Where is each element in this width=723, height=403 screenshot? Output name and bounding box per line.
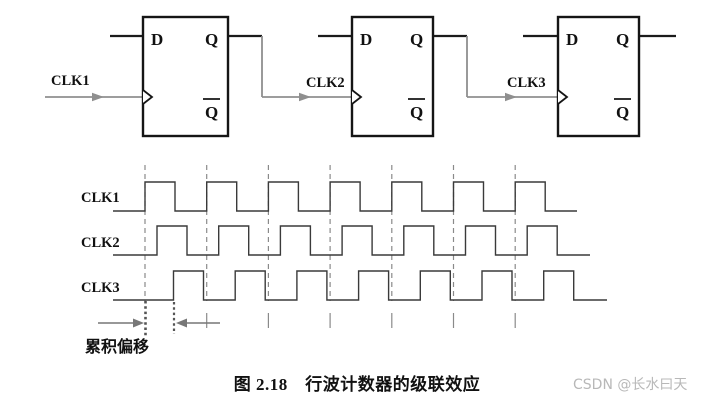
flipflop-2-q-label: Q (410, 30, 423, 49)
flipflop-2-box (350, 15, 435, 138)
waveform-label-clk3: CLK3 (81, 280, 120, 296)
flipflop-1-box (141, 15, 230, 138)
flipflop-3-d-label: D (566, 30, 578, 49)
clk3-net-label: CLK3 (507, 75, 546, 91)
figure-caption: 图 2.18 行波计数器的级联效应 (234, 374, 481, 394)
clk2-net-label: CLK2 (306, 75, 345, 91)
waveform-clk2 (113, 225, 590, 256)
clk1-net-label: CLK1 (51, 73, 90, 89)
clock-waveforms (113, 181, 607, 301)
flipflop-3: D Q Q (556, 15, 641, 138)
flipflop-2-d-label: D (360, 30, 372, 49)
clk2-arrowhead-icon (299, 92, 311, 102)
circuit-diagram: D Q Q D Q Q D Q Q CLK1 CLK2 CLK3 (45, 15, 676, 138)
timing-diagram: CLK1 CLK2 CLK3 累积偏移 (81, 165, 607, 356)
flipflop-2-qbar-label: Q (410, 103, 423, 122)
flipflop-1-q-label: Q (205, 30, 218, 49)
clk1-arrowhead-icon (92, 92, 104, 102)
flipflop-3-clock-triangle-icon (557, 89, 569, 105)
flipflop-3-q-label: Q (616, 30, 629, 49)
csdn-watermark: CSDN @长水曰天 (573, 377, 687, 393)
waveform-label-clk1: CLK1 (81, 190, 120, 206)
waveform-label-clk2: CLK2 (81, 235, 120, 251)
flipflop-1: D Q Q (141, 15, 230, 138)
flipflop-2-clock-triangle-icon (351, 89, 363, 105)
waveform-clk1 (113, 181, 577, 212)
flipflop-2: D Q Q (350, 15, 435, 138)
skew-arrow-left-head-icon (176, 318, 187, 328)
flipflop-1-qbar-label: Q (205, 103, 218, 122)
flipflop-1-clock-triangle-icon (142, 89, 154, 105)
flipflop-3-box (556, 15, 641, 138)
skew-arrow-right-head-icon (133, 318, 144, 328)
flipflop-1-d-label: D (151, 30, 163, 49)
waveform-clk3 (113, 270, 607, 301)
accumulated-skew-label: 累积偏移 (85, 337, 149, 356)
clk3-arrowhead-icon (505, 92, 517, 102)
flipflop-3-qbar-label: Q (616, 103, 629, 122)
